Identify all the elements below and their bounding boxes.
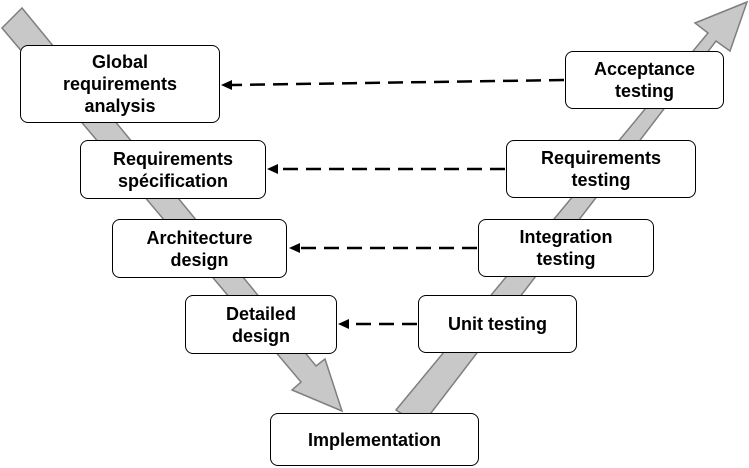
box-detailed-design: Detailed design	[185, 295, 337, 354]
connector-acceptance-to-global	[221, 78, 565, 90]
box-architecture-design: Architecture design	[112, 219, 287, 278]
box-global-requirements-analysis: Global requirements analysis	[20, 45, 220, 123]
box-requirements-testing: Requirements testing	[506, 140, 696, 198]
arrowhead	[289, 243, 300, 253]
arrowhead	[221, 80, 232, 90]
connector-unit-to-detailed	[338, 319, 417, 329]
connector-integration-to-architecture	[289, 243, 477, 253]
connector-reqtesting-to-reqspec	[267, 164, 505, 174]
box-acceptance-testing: Acceptance testing	[565, 51, 724, 109]
box-implementation: Implementation	[270, 413, 479, 466]
box-integration-testing: Integration testing	[478, 219, 654, 277]
arrowhead	[267, 164, 278, 174]
box-requirements-specification: Requirements spécification	[80, 140, 266, 199]
arrowhead	[338, 319, 349, 329]
box-unit-testing: Unit testing	[418, 295, 577, 353]
